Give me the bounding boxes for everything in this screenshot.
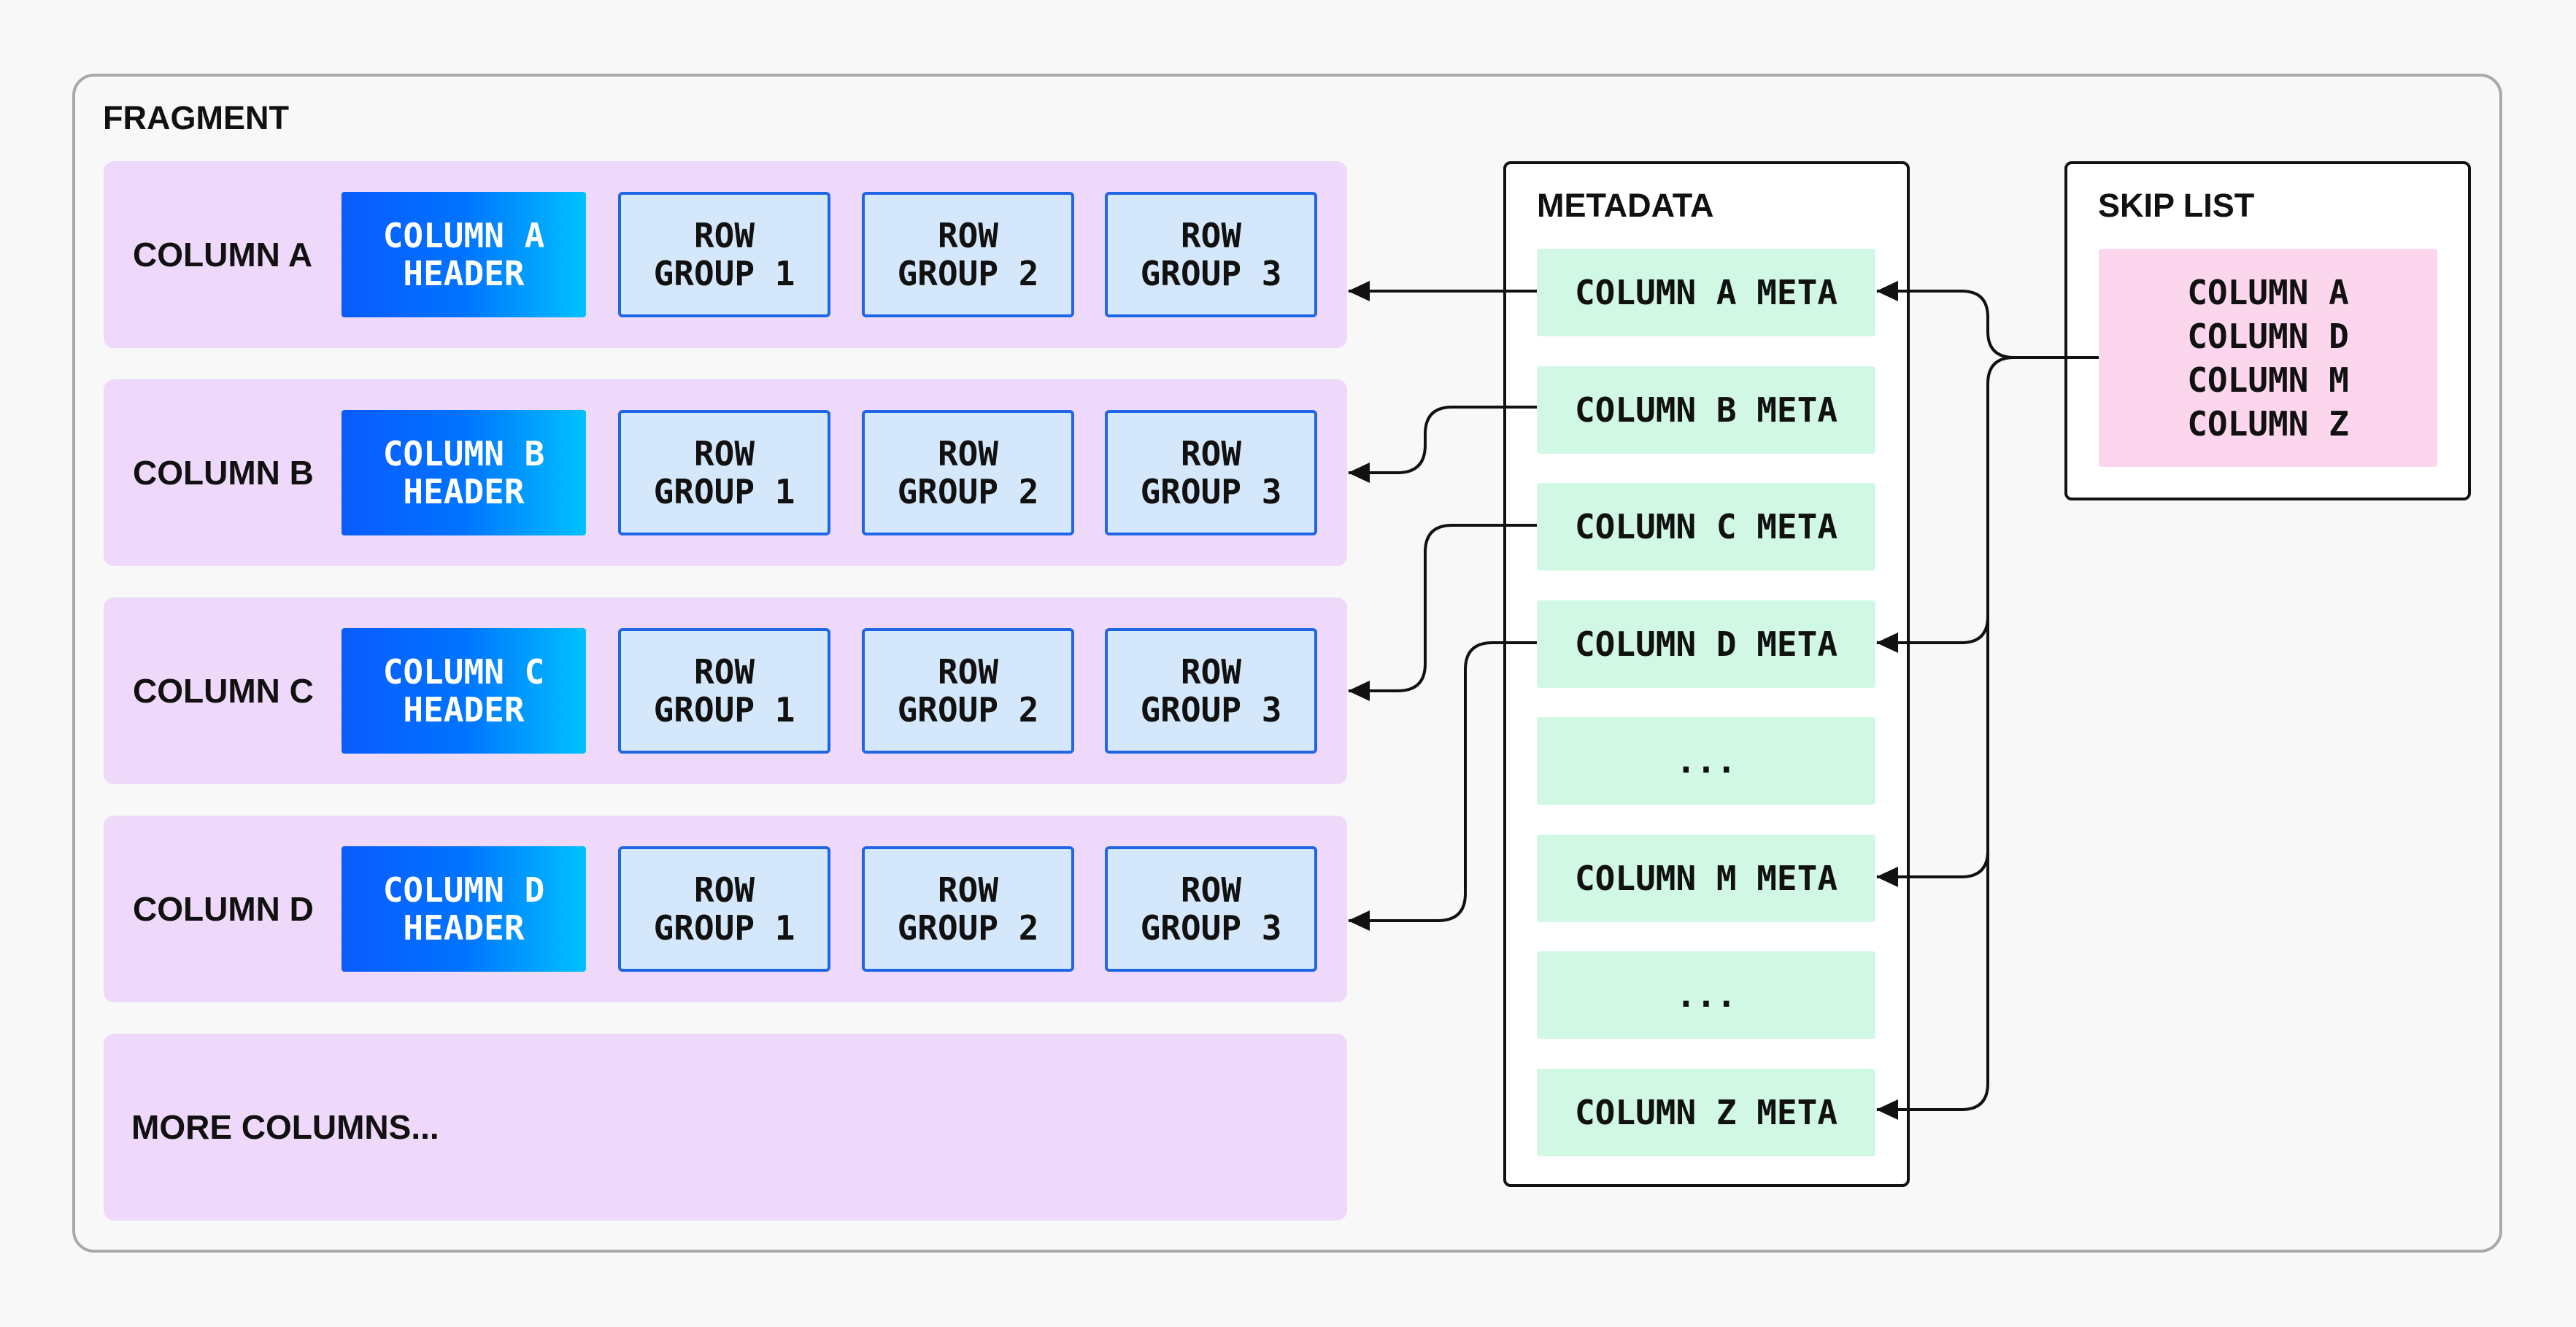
- row-group-d-2: ROW GROUP 2: [862, 846, 1074, 972]
- skip-entry-column-d: COLUMN D: [2187, 316, 2349, 356]
- skip-entry-column-a: COLUMN A: [2187, 272, 2349, 312]
- row-group-d-3: ROW GROUP 3: [1105, 846, 1317, 972]
- row-group-b-2: ROW GROUP 2: [862, 410, 1074, 535]
- meta-item-ellipsis-2: ...: [1537, 951, 1875, 1039]
- column-header-a: COLUMN A HEADER: [342, 192, 586, 317]
- skip-entry-column-z: COLUMN Z: [2187, 403, 2349, 444]
- row-group-a-2: ROW GROUP 2: [862, 192, 1074, 317]
- column-header-d: COLUMN D HEADER: [342, 846, 586, 972]
- meta-item-ellipsis-1: ...: [1537, 717, 1875, 805]
- arrow-meta-d-to-column-d: [1348, 641, 1537, 931]
- column-label-c: COLUMN C: [133, 672, 314, 710]
- column-header-b: COLUMN B HEADER: [342, 410, 586, 535]
- arrow-skip-to-meta-z: [1876, 1083, 1989, 1120]
- row-group-b-1: ROW GROUP 1: [618, 410, 830, 535]
- row-group-b-3: ROW GROUP 3: [1105, 410, 1317, 535]
- meta-item-column-d: COLUMN D META: [1537, 600, 1875, 688]
- meta-item-column-a: COLUMN A META: [1537, 249, 1875, 336]
- column-label-d: COLUMN D: [133, 890, 314, 928]
- arrow-skip-to-meta-d: [1876, 616, 1989, 653]
- column-header-c: COLUMN C HEADER: [342, 628, 586, 754]
- skip-list-box: COLUMN A COLUMN D COLUMN M COLUMN Z: [2099, 249, 2437, 467]
- column-label-a: COLUMN A: [133, 236, 313, 274]
- row-group-c-3: ROW GROUP 3: [1105, 628, 1317, 754]
- column-label-b: COLUMN B: [133, 454, 314, 492]
- arrow-meta-b-to-column-b: [1348, 406, 1537, 483]
- row-group-c-1: ROW GROUP 1: [618, 628, 830, 754]
- meta-item-column-z: COLUMN Z META: [1537, 1069, 1875, 1156]
- arrow-meta-c-to-column-c: [1348, 524, 1537, 701]
- row-group-a-1: ROW GROUP 1: [618, 192, 830, 317]
- arrow-skip-to-meta-a: [1876, 281, 2015, 359]
- metadata-title: METADATA: [1537, 187, 1714, 224]
- meta-item-column-c: COLUMN C META: [1537, 483, 1875, 570]
- skip-entry-column-m: COLUMN M: [2187, 360, 2349, 400]
- more-columns-label: MORE COLUMNS...: [131, 1108, 439, 1146]
- meta-item-column-m: COLUMN M META: [1537, 835, 1875, 922]
- meta-item-column-b: COLUMN B META: [1537, 366, 1875, 454]
- row-group-c-2: ROW GROUP 2: [862, 628, 1074, 754]
- more-columns-band: [104, 1034, 1347, 1220]
- arrow-skip-to-meta-m: [1876, 850, 1989, 887]
- fragment-title: FRAGMENT: [103, 99, 289, 136]
- row-group-d-1: ROW GROUP 1: [618, 846, 830, 972]
- skip-list-title: SKIP LIST: [2098, 187, 2255, 224]
- row-group-a-3: ROW GROUP 3: [1105, 192, 1317, 317]
- skip-list-vertical: [1986, 356, 2015, 1083]
